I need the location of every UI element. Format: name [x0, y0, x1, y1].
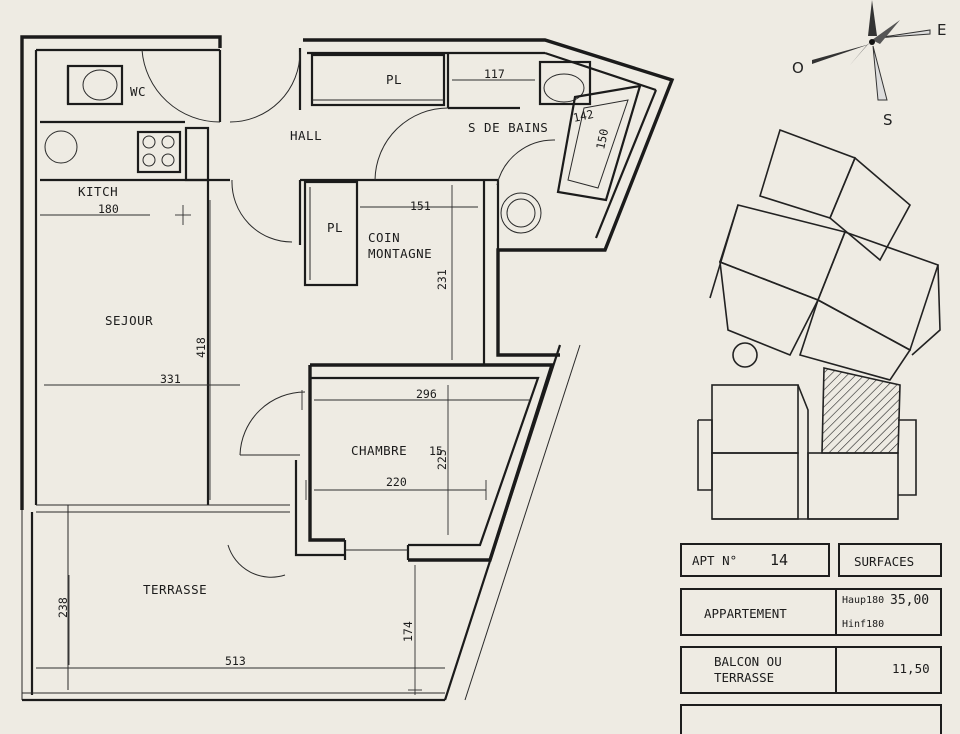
room-label-corner-1: COIN — [368, 230, 400, 245]
compass-south: S — [883, 111, 893, 129]
haup-value: 35,00 — [890, 593, 930, 608]
dim-117: 117 — [484, 67, 505, 81]
apt-label: APT N° — [692, 553, 738, 568]
dim-142: 142 — [572, 107, 595, 125]
dim-151: 151 — [410, 199, 431, 213]
balcon-row: BALCON OU TERRASSE 11,50 — [680, 646, 942, 694]
dim-331: 331 — [160, 372, 181, 386]
surfaces-header: SURFACES — [854, 554, 915, 569]
room-label-bath: S DE BAINS — [468, 120, 548, 135]
appartement-label: APPARTEMENT — [704, 606, 787, 621]
room-label-terrace: TERRASSE — [143, 582, 207, 597]
dim-296: 296 — [416, 387, 437, 401]
apt-number: 14 — [770, 551, 789, 569]
balcon-label-1: BALCON OU — [714, 654, 782, 669]
interior-walls — [36, 48, 520, 513]
terrace-outline — [21, 344, 581, 702]
room-label-bedroom: CHAMBRE — [351, 443, 407, 458]
balcon-value: 11,50 — [892, 661, 930, 676]
room-label-corner-2: MONTAGNE — [368, 246, 432, 261]
room-label-wc: WC — [130, 84, 146, 99]
apt-number-box: APT N° 14 — [680, 543, 830, 577]
dim-180: 180 — [98, 202, 119, 216]
exterior-walls — [20, 35, 675, 562]
appartement-divider — [835, 590, 837, 634]
dim-15: 15 — [429, 444, 443, 458]
room-label-kitchen: KITCH — [78, 184, 118, 199]
dimension-lines — [36, 79, 535, 695]
dim-220: 220 — [386, 475, 407, 489]
room-label-living: SEJOUR — [105, 313, 153, 328]
hinf-label: Hinf180 — [842, 619, 885, 630]
dim-150: 150 — [593, 127, 611, 150]
appartement-row: APPARTEMENT Haup180 35,00 Hinf180 — [680, 588, 942, 636]
dim-174: 174 — [401, 621, 415, 642]
door-swings — [141, 49, 556, 578]
room-label-placard-corner: PL — [327, 220, 343, 235]
fixtures — [44, 60, 642, 234]
dim-225: 225 — [435, 449, 449, 470]
dim-231: 231 — [435, 269, 449, 290]
balcon-label-2: TERRASSE — [714, 670, 775, 685]
bottom-row-partial — [680, 704, 942, 734]
dim-418: 418 — [194, 337, 208, 358]
haup-label: Haup180 — [842, 595, 885, 606]
dim-238: 238 — [56, 597, 70, 618]
surfaces-header-box: SURFACES — [838, 543, 942, 577]
key-plan — [697, 128, 941, 520]
dim-513: 513 — [225, 654, 246, 668]
room-label-hall: HALL — [290, 128, 322, 143]
balcon-divider — [835, 648, 837, 692]
compass-east: E — [937, 21, 946, 39]
compass-rose — [812, 0, 931, 101]
room-label-placard-hall: PL — [386, 72, 402, 87]
compass-west: O — [792, 59, 804, 77]
